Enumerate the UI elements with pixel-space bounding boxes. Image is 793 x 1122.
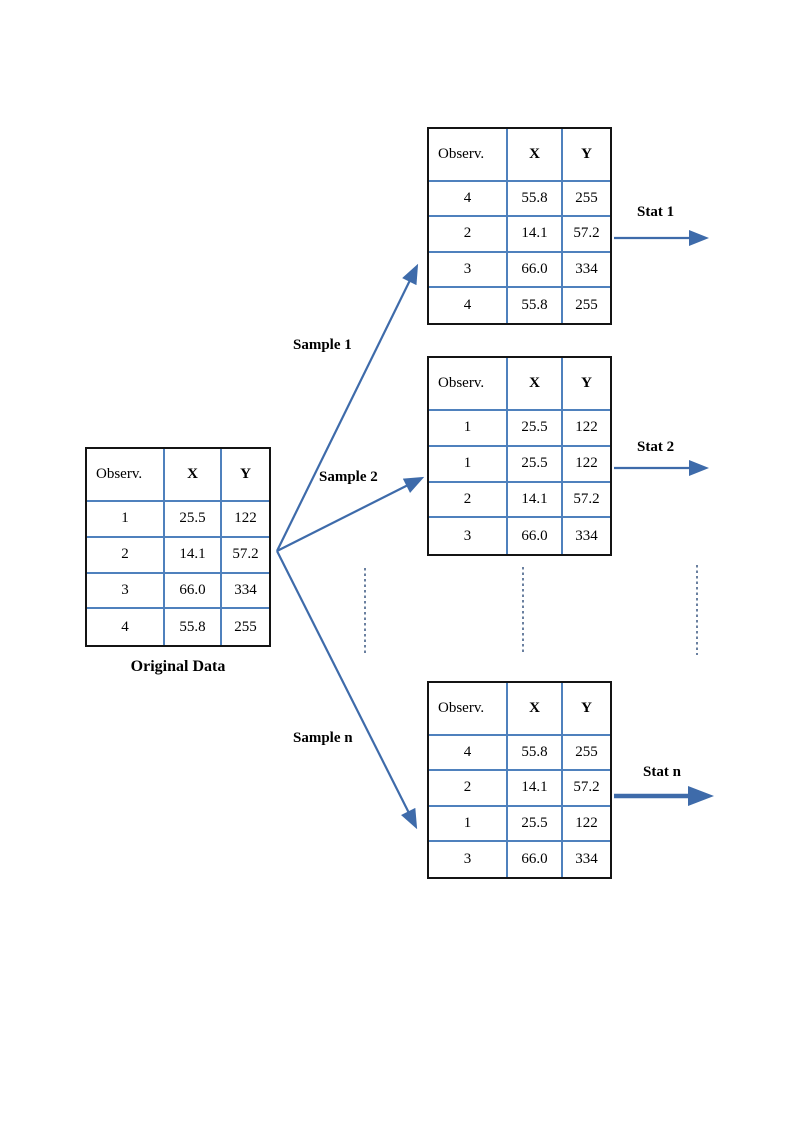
table-cell: 55.8 bbox=[508, 182, 563, 218]
stat-2-label: Stat 2 bbox=[637, 439, 675, 455]
table-cell: 25.5 bbox=[508, 806, 563, 842]
table-cell: 4 bbox=[429, 287, 508, 323]
table-cell: 57.2 bbox=[222, 537, 269, 574]
table-cell: 3 bbox=[429, 841, 508, 877]
table-cell: 122 bbox=[222, 502, 269, 538]
column-header: X bbox=[508, 683, 563, 736]
column-header: X bbox=[508, 358, 563, 411]
table-cell: 4 bbox=[87, 609, 165, 645]
table-cell: 334 bbox=[563, 252, 610, 288]
table-cell: 66.0 bbox=[508, 252, 563, 288]
table-cell: 255 bbox=[222, 609, 269, 645]
column-header: X bbox=[165, 449, 222, 502]
column-header: X bbox=[508, 129, 563, 182]
table-cell: 55.8 bbox=[508, 287, 563, 323]
table-cell: 57.2 bbox=[563, 771, 610, 807]
sample-1-arrow-label: Sample 1 bbox=[293, 337, 352, 353]
table-cell: 55.8 bbox=[165, 609, 222, 645]
sample-2-table: Observ. X Y 1 25.5 122 1 25.5 122 2 14.1… bbox=[427, 356, 612, 556]
table-cell: 4 bbox=[429, 182, 508, 218]
sample-2-arrow bbox=[276, 476, 425, 552]
table-cell: 66.0 bbox=[508, 518, 563, 554]
table-cell: 14.1 bbox=[508, 482, 563, 519]
table-cell: 2 bbox=[429, 771, 508, 807]
table-cell: 334 bbox=[222, 573, 269, 610]
table-cell: 334 bbox=[563, 518, 610, 554]
table-cell: 2 bbox=[429, 482, 508, 519]
sample-2-arrow-label: Sample 2 bbox=[319, 469, 378, 485]
table-cell: 14.1 bbox=[508, 771, 563, 807]
column-header: Observ. bbox=[429, 683, 508, 736]
sample-1-arrow bbox=[276, 263, 419, 552]
table-cell: 1 bbox=[429, 446, 508, 483]
table-cell: 1 bbox=[429, 806, 508, 842]
table-cell: 255 bbox=[563, 287, 610, 323]
original-data-caption: Original Data bbox=[130, 658, 226, 675]
table-cell: 55.8 bbox=[508, 736, 563, 772]
sample-1-table: Observ. X Y 4 55.8 255 2 14.1 57.2 3 66.… bbox=[427, 127, 612, 325]
stat-1-label: Stat 1 bbox=[637, 204, 675, 220]
table-cell: 57.2 bbox=[563, 217, 610, 253]
table-cell: 4 bbox=[429, 736, 508, 772]
table-cell: 122 bbox=[563, 446, 610, 483]
column-header: Observ. bbox=[87, 449, 165, 502]
column-header: Y bbox=[563, 683, 610, 736]
table-cell: 2 bbox=[429, 217, 508, 253]
table-cell: 334 bbox=[563, 841, 610, 877]
column-header: Y bbox=[563, 129, 610, 182]
table-cell: 3 bbox=[87, 573, 165, 610]
column-header: Y bbox=[563, 358, 610, 411]
table-cell: 122 bbox=[563, 411, 610, 447]
table-cell: 1 bbox=[429, 411, 508, 447]
table-cell: 25.5 bbox=[508, 411, 563, 447]
table-cell: 14.1 bbox=[165, 537, 222, 574]
table-cell: 122 bbox=[563, 806, 610, 842]
table-cell: 66.0 bbox=[165, 573, 222, 610]
table-cell: 1 bbox=[87, 502, 165, 538]
sample-n-table: Observ. X Y 4 55.8 255 2 14.1 57.2 1 25.… bbox=[427, 681, 612, 879]
table-cell: 255 bbox=[563, 736, 610, 772]
table-cell: 3 bbox=[429, 252, 508, 288]
sample-n-arrow bbox=[276, 550, 418, 830]
original-data-table: Observ. X Y 1 25.5 122 2 14.1 57.2 3 66.… bbox=[85, 447, 271, 647]
table-cell: 25.5 bbox=[165, 502, 222, 538]
table-cell: 57.2 bbox=[563, 482, 610, 519]
column-header: Observ. bbox=[429, 358, 508, 411]
table-cell: 66.0 bbox=[508, 841, 563, 877]
table-cell: 14.1 bbox=[508, 217, 563, 253]
column-header: Y bbox=[222, 449, 269, 502]
column-header: Observ. bbox=[429, 129, 508, 182]
table-cell: 25.5 bbox=[508, 446, 563, 483]
table-cell: 2 bbox=[87, 537, 165, 574]
table-cell: 255 bbox=[563, 182, 610, 218]
table-cell: 3 bbox=[429, 518, 508, 554]
sample-n-arrow-label: Sample n bbox=[293, 730, 353, 746]
stat-n-label: Stat n bbox=[643, 764, 681, 780]
